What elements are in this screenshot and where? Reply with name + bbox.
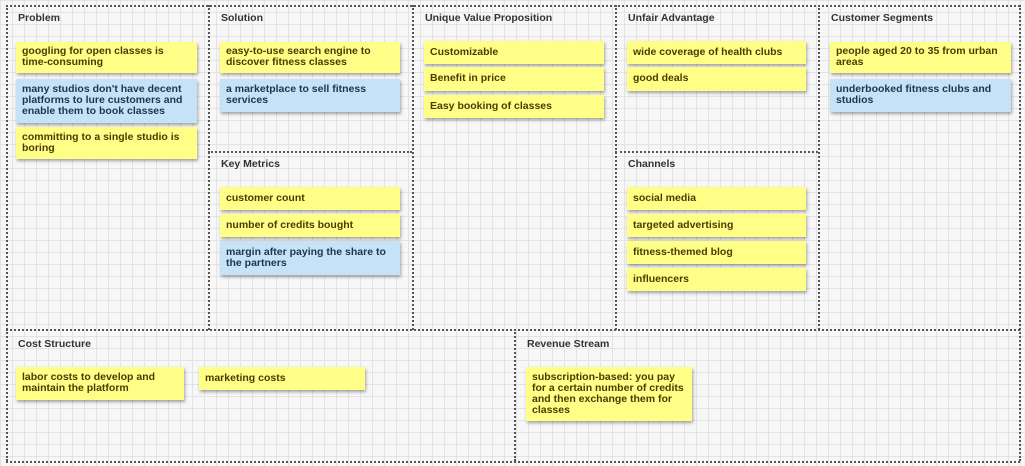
section-title-revenue-stream: Revenue Stream xyxy=(527,338,610,350)
right-border xyxy=(1019,5,1021,461)
sticky-note[interactable]: Easy booking of classes xyxy=(424,95,604,118)
sticky-note[interactable]: committing to a single studio is boring xyxy=(16,127,197,159)
bottom-border xyxy=(6,461,1020,463)
sticky-note[interactable]: easy-to-use search engine to discover fi… xyxy=(220,42,400,73)
sticky-note[interactable]: good deals xyxy=(627,67,806,91)
divider-solution-metrics xyxy=(208,151,412,153)
sticky-note[interactable]: people aged 20 to 35 from urban areas xyxy=(830,42,1011,73)
sticky-note[interactable]: Customizable xyxy=(424,41,604,64)
section-title-customer-segments: Customer Segments xyxy=(831,12,934,24)
divider-solution-uvp xyxy=(412,5,414,330)
divider-problem-solution xyxy=(208,5,210,330)
section-title-uvp: Unique Value Proposition xyxy=(425,12,553,24)
sticky-note[interactable]: many studios don't have decent platforms… xyxy=(16,79,197,123)
section-title-key-metrics: Key Metrics xyxy=(221,158,280,170)
divider-uvp-advantage xyxy=(615,5,617,330)
sticky-note[interactable]: labor costs to develop and maintain the … xyxy=(16,367,184,400)
sticky-note[interactable]: social media xyxy=(627,187,806,210)
divider-advantage-segments xyxy=(818,5,820,330)
sticky-note[interactable]: marketing costs xyxy=(199,367,365,390)
section-title-cost-structure: Cost Structure xyxy=(18,338,91,350)
divider-top-bottom xyxy=(6,329,1020,331)
top-border xyxy=(6,5,1020,7)
sticky-note[interactable]: Benefit in price xyxy=(424,67,604,91)
divider-cost-revenue xyxy=(514,329,516,461)
sticky-note[interactable]: fitness-themed blog xyxy=(627,241,806,264)
sticky-note[interactable]: number of credits bought xyxy=(220,214,400,237)
divider-advantage-channels xyxy=(615,151,818,153)
section-title-problem: Problem xyxy=(18,12,61,24)
sticky-note[interactable]: targeted advertising xyxy=(627,214,806,237)
sticky-note[interactable]: a marketplace to sell fitness services xyxy=(220,79,400,112)
sticky-note[interactable]: influencers xyxy=(627,268,806,291)
sticky-note[interactable]: subscription-based: you pay for a certai… xyxy=(526,367,692,421)
section-title-solution: Solution xyxy=(221,12,263,24)
section-title-unfair-advantage: Unfair Advantage xyxy=(628,12,715,24)
sticky-note[interactable]: customer count xyxy=(220,187,400,210)
section-title-channels: Channels xyxy=(628,158,676,170)
sticky-note[interactable]: wide coverage of health clubs xyxy=(627,41,806,64)
sticky-note[interactable]: googling for open classes is time-consum… xyxy=(16,42,197,73)
sticky-note[interactable]: margin after paying the share to the par… xyxy=(220,241,400,275)
sticky-note[interactable]: underbooked fitness clubs and studios xyxy=(830,79,1011,112)
left-border xyxy=(6,5,8,461)
